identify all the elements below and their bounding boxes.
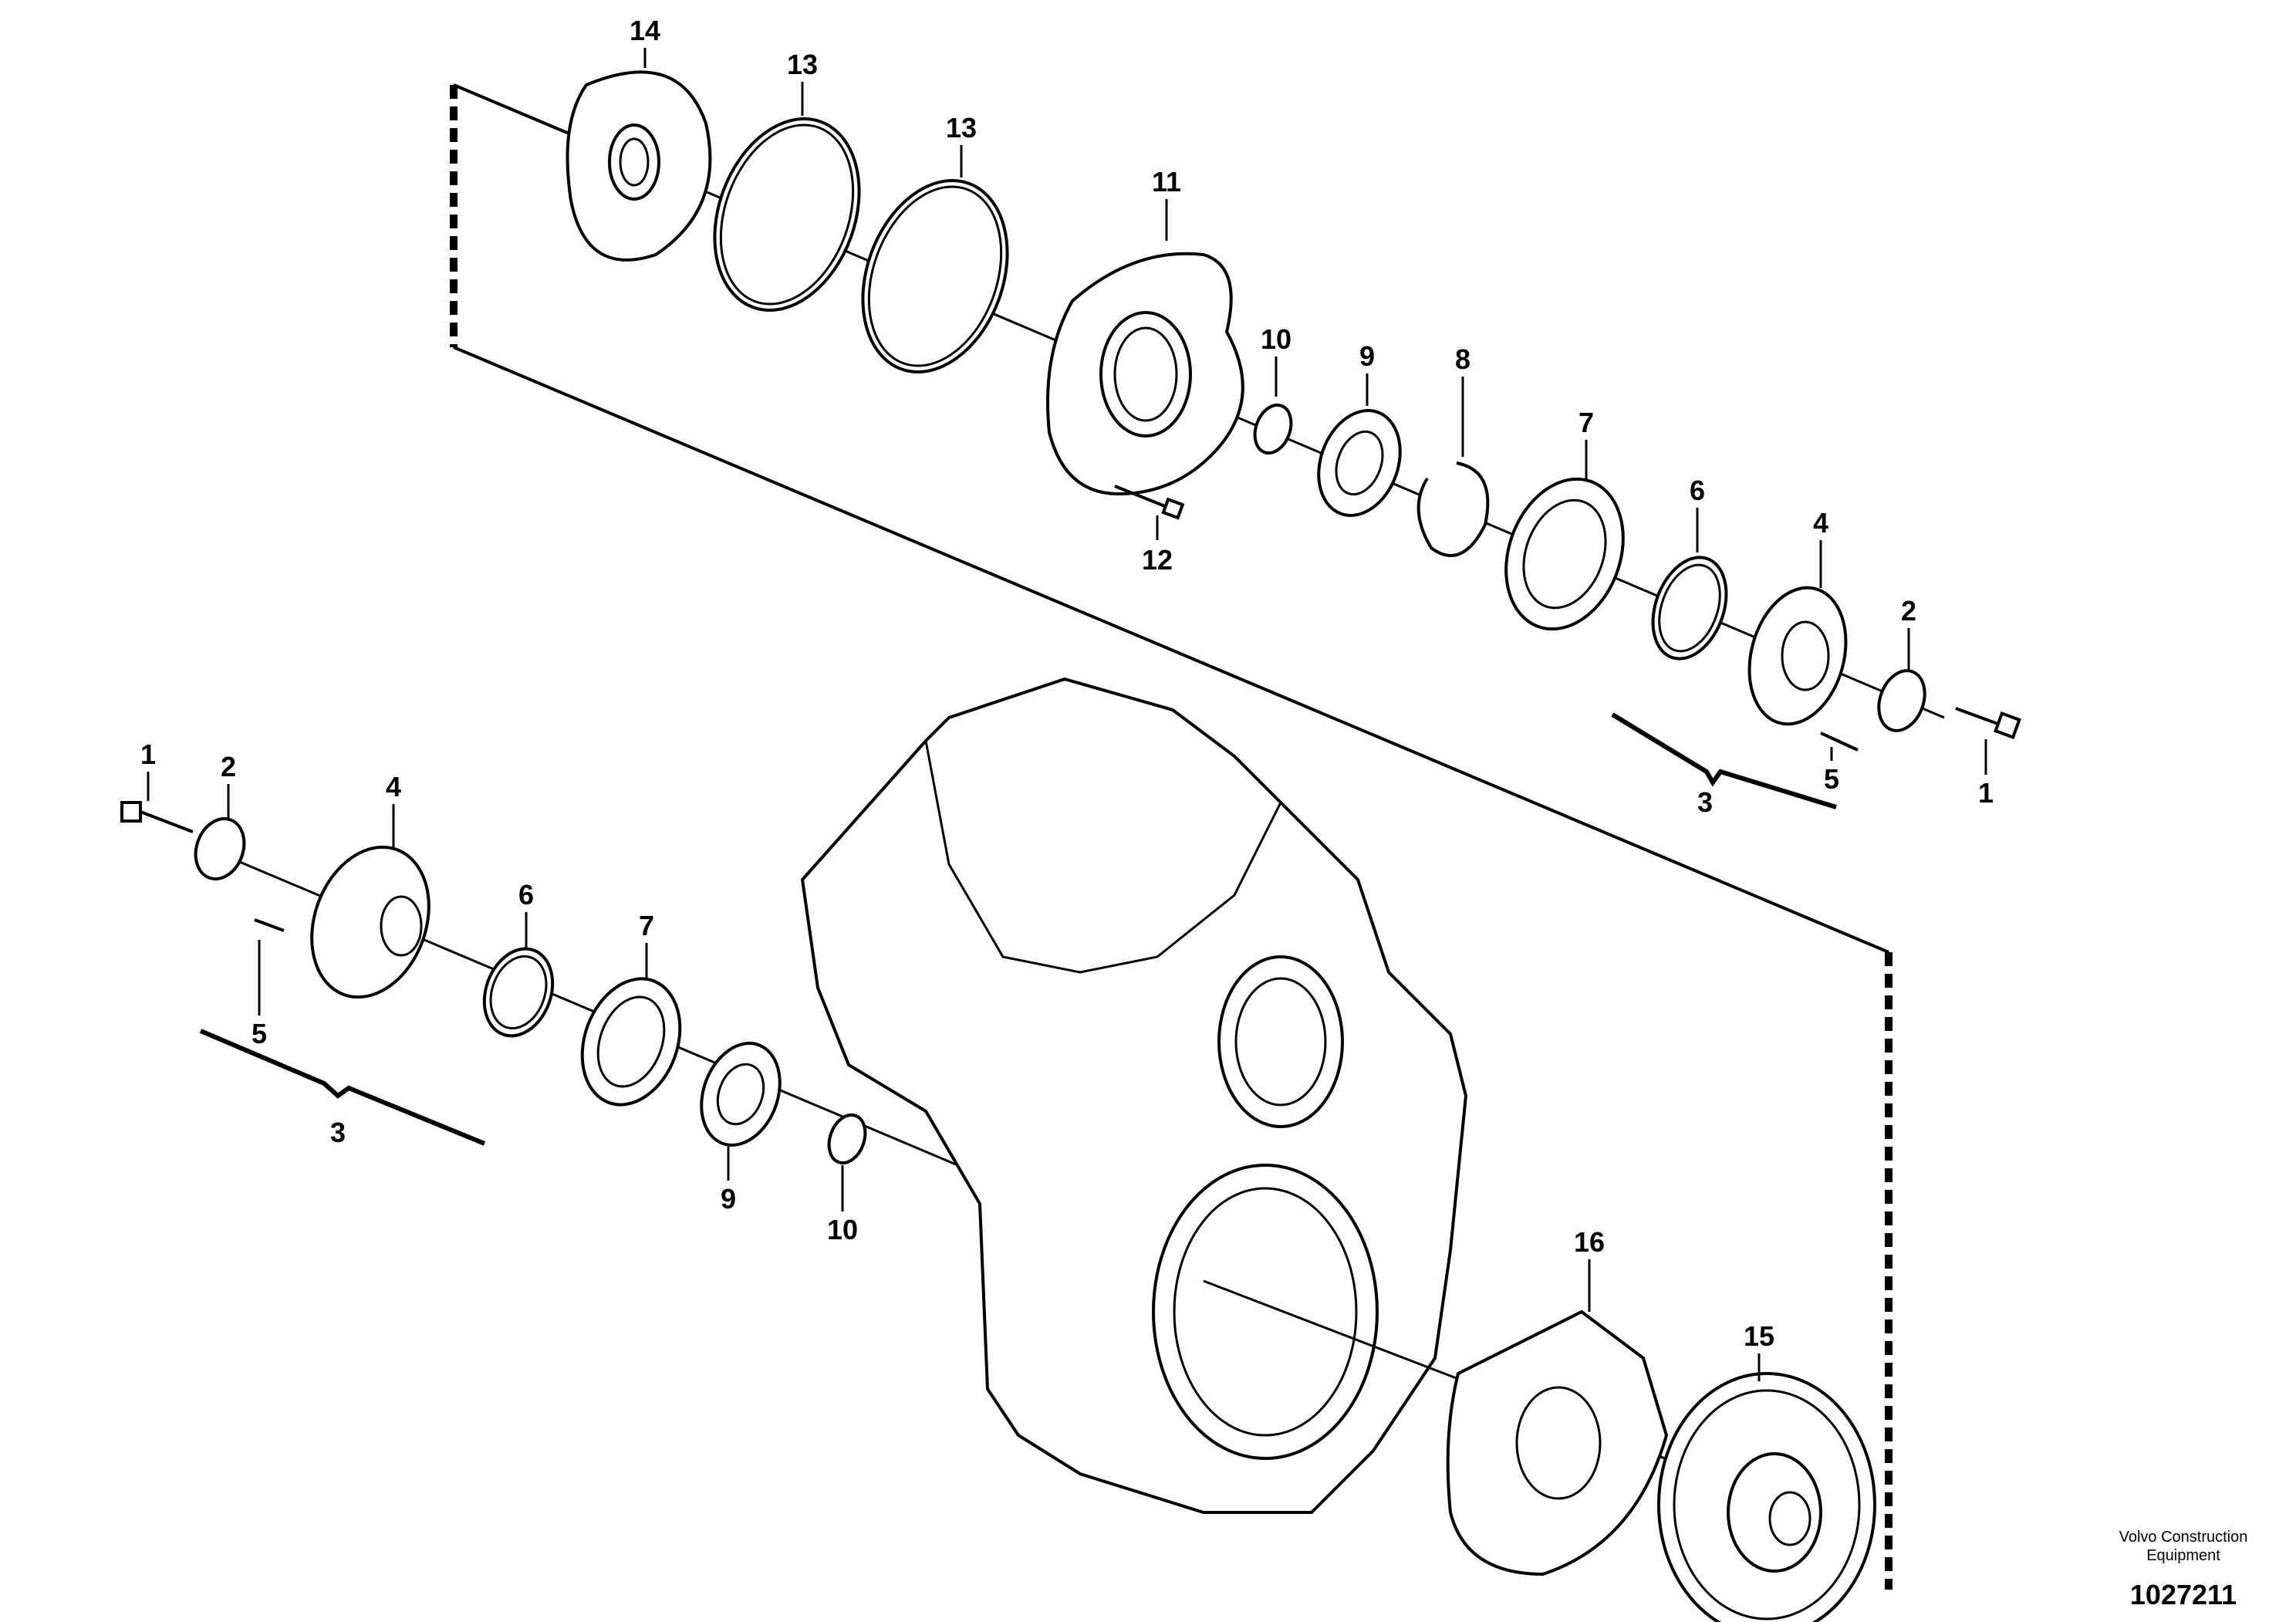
part-5-stud-lower [254,918,285,932]
part-5-stud-upper [1820,732,1859,752]
callout-1-upper: 1 [1978,777,1994,809]
callout-6-lower: 6 [518,879,534,911]
part-14-thrust-plate [566,70,712,262]
callout-9-lower: 9 [721,1183,736,1215]
callout-5-upper: 5 [1824,763,1839,795]
part-16-thrust-plate [1446,1309,1669,1576]
callout-10-lower: 10 [827,1214,858,1245]
callout-16: 16 [1574,1226,1605,1258]
callout-6-upper: 6 [1690,475,1705,506]
part-12-screw [1114,485,1185,520]
callout-7-lower: 7 [639,910,654,941]
callout-14: 14 [630,15,660,46]
lower-callouts: 1 2 4 6 7 5 3 9 10 16 15 [140,738,1774,1381]
company-name: Volvo Construction Equipment [2119,1529,2248,1564]
part-13-o-ring-a [713,117,861,312]
callout-8: 8 [1455,343,1470,375]
callout-1-lower: 1 [140,738,156,770]
assembly-boundary [450,83,1893,1590]
part-2-washer-lower [194,817,246,880]
callout-5-lower: 5 [252,1018,267,1049]
part-15-gear [1657,1372,1876,1622]
callout-11: 11 [1152,166,1181,198]
part-7-seal-lower [580,977,682,1107]
transfer-case-housing [800,677,1468,1514]
part-2-washer-upper [1877,669,1926,732]
part-4-flange-lower [310,845,430,999]
part-13-o-ring-b [861,179,1009,373]
callout-9-upper: 9 [1359,340,1375,372]
callout-2-upper: 2 [1901,595,1916,627]
part-9-bearing-upper [1317,409,1402,517]
callout-13b: 13 [946,112,977,144]
upper-callouts: 14 13 13 11 10 9 8 7 6 4 2 12 5 1 3 [630,15,1994,818]
part-1-bolt-lower [120,801,194,833]
callout-3-upper: 3 [1697,786,1713,818]
part-11-bearing-cover [1046,252,1244,496]
part-10-snap-ring-lower [827,1113,867,1164]
callout-7-upper: 7 [1578,407,1594,438]
part-6-spacer-upper [1651,556,1728,661]
part-1-bolt-upper [1955,707,2021,739]
brace-3-upper [1611,712,1837,809]
part-10-snap-ring-upper [1253,404,1293,454]
part-8-circlip [1416,461,1490,557]
callout-10-upper: 10 [1261,323,1292,355]
drawing-number: 1027211 [2129,1579,2237,1610]
callout-12: 12 [1142,544,1173,576]
brace-3-lower [199,1029,486,1146]
callout-3-lower: 3 [330,1117,346,1148]
part-7-seal-upper [1504,477,1625,631]
callout-4-upper: 4 [1813,507,1828,539]
callout-2-lower: 2 [221,751,236,782]
part-4-flange-upper [1747,586,1848,726]
part-9-bearing-lower [700,1042,782,1147]
callout-15: 15 [1744,1320,1774,1352]
part-6-spacer-lower [482,947,555,1038]
callout-4-lower: 4 [386,771,401,803]
callout-13a: 13 [787,49,818,80]
